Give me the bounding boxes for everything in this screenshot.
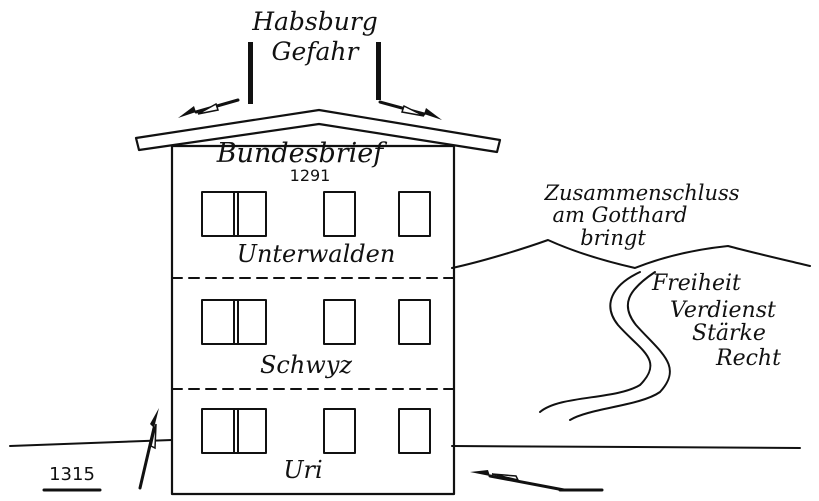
- window: [399, 409, 430, 453]
- window: [324, 192, 355, 236]
- chimney-post-left: [248, 42, 253, 104]
- year-1315: 1315: [49, 464, 95, 485]
- value-recht: Recht: [715, 346, 781, 371]
- arrow-bottom-left: [140, 408, 159, 488]
- window: [399, 192, 430, 236]
- year-1291: 1291: [290, 166, 331, 185]
- value-verdienst: Verdienst: [670, 298, 776, 323]
- floor-label-unterwalden: Unterwalden: [237, 240, 396, 268]
- bundesbrief-label: Bundesbrief: [216, 138, 388, 169]
- arrow-top-left: [178, 100, 238, 118]
- windows-floor-1: [202, 192, 430, 236]
- window: [324, 300, 355, 344]
- windows-floor-2: [202, 300, 430, 344]
- floor-label-schwyz: Schwyz: [260, 351, 352, 379]
- bringt-label: bringt: [580, 226, 646, 250]
- am-gotthard-label: am Gotthard: [553, 203, 688, 227]
- habsburg-label: Habsburg: [251, 7, 378, 36]
- house-body: [172, 146, 454, 494]
- windows-floor-3: [202, 409, 430, 453]
- window: [324, 409, 355, 453]
- chimney-post-right: [376, 42, 381, 100]
- gefahr-label: Gefahr: [272, 37, 361, 66]
- window: [399, 300, 430, 344]
- arrow-bottom-right: [470, 470, 602, 490]
- value-staerke: Stärke: [692, 321, 766, 346]
- arrow-top-right: [380, 102, 442, 120]
- ground-line-left: [10, 440, 172, 446]
- road-left-edge: [540, 272, 650, 412]
- zusammenschluss-label: Zusammenschluss: [543, 181, 739, 205]
- floor-label-uri: Uri: [283, 456, 322, 484]
- value-freiheit: Freiheit: [651, 271, 741, 296]
- ground-line-right: [452, 446, 800, 448]
